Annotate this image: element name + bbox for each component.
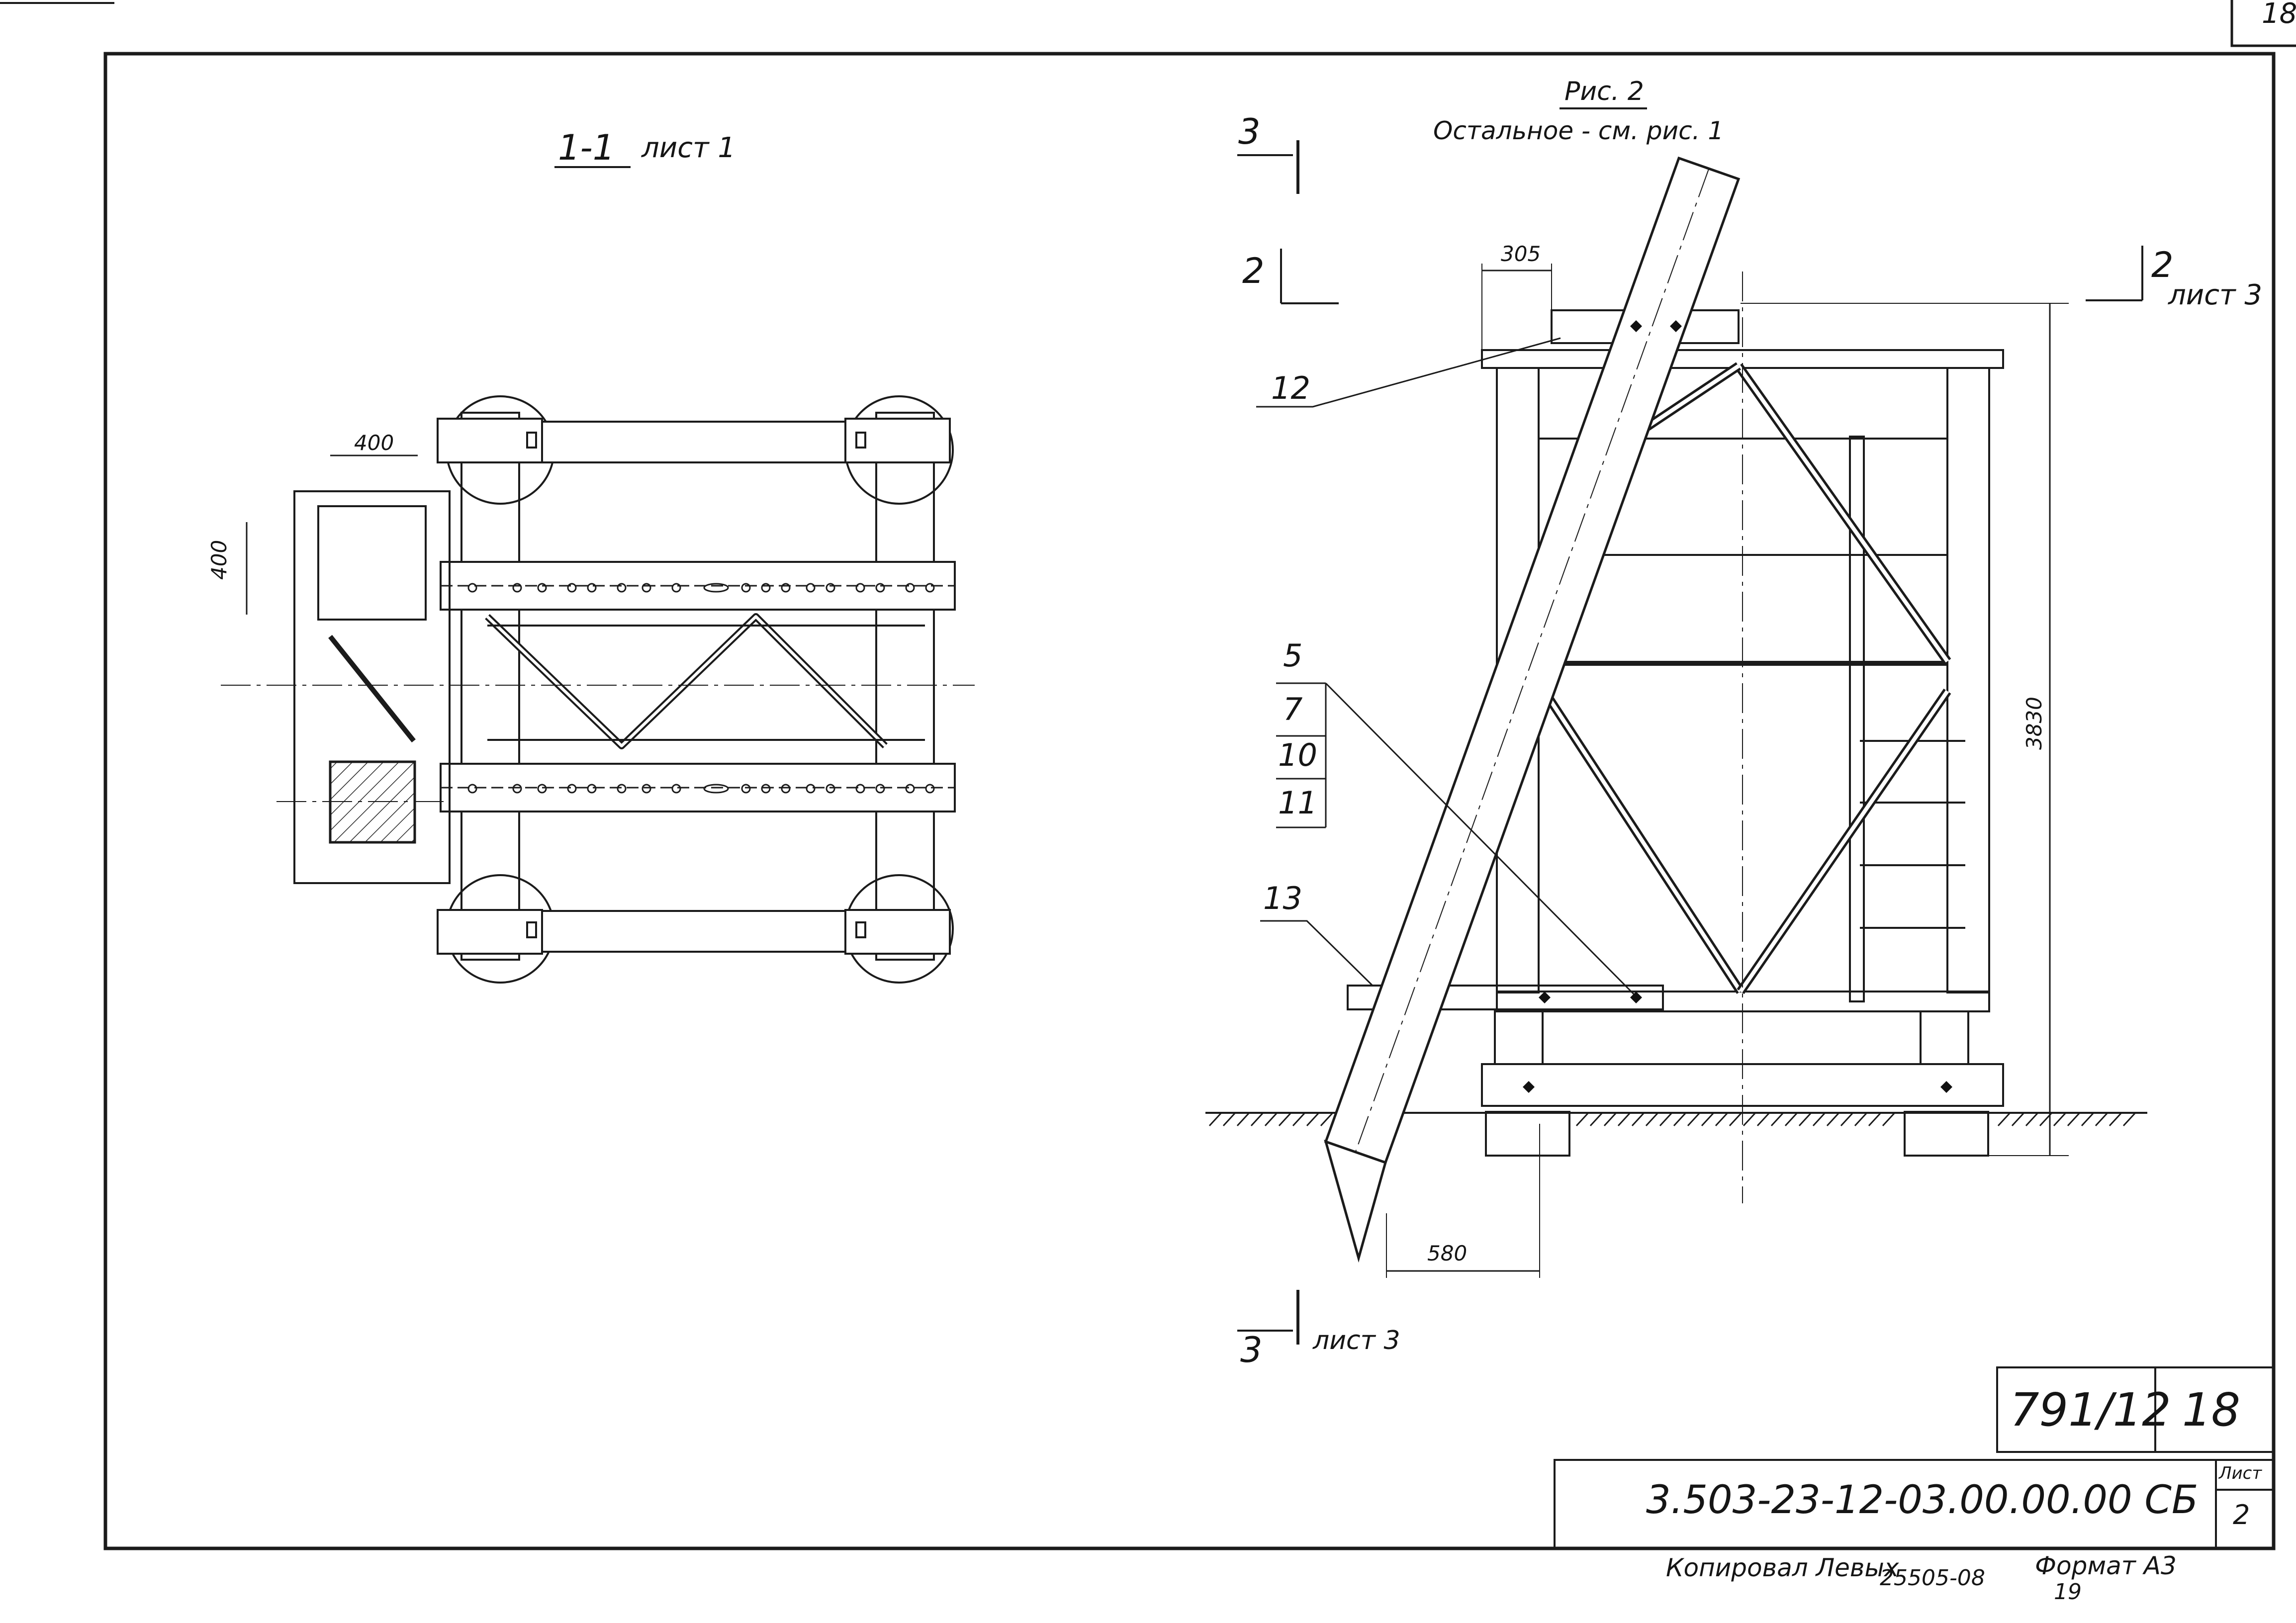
jack-left: [1494, 1010, 1544, 1065]
figure-2-note: Остальное - см. рис. 1: [1433, 116, 1724, 145]
base-support-left: [1485, 1111, 1570, 1157]
section-3-top-label: 3: [1238, 111, 1261, 152]
pile-tip: [1324, 1140, 1387, 1263]
bolt-holes-lower: [467, 784, 935, 794]
clamp-slot: [855, 432, 866, 449]
sheet-value-cell: [2215, 1459, 2275, 1549]
clamp-slot: [526, 432, 537, 449]
clamp: [844, 909, 951, 955]
rail-top: [527, 421, 867, 463]
callout-5: 5: [1283, 637, 1303, 674]
callout-12: 12: [1271, 370, 1310, 406]
title-block: [1554, 1366, 2275, 1549]
callout-5-leader: [1325, 682, 1637, 997]
rail-bottom: [527, 910, 867, 953]
dim-400-vertical-label: 400: [207, 540, 231, 580]
callout-12-leader: [1256, 337, 1561, 408]
section-2-left-label: 2: [1242, 251, 1265, 291]
base-beam: [1481, 1063, 2004, 1107]
clamp: [437, 418, 543, 463]
corner-sheet-number: 18: [2262, 0, 2296, 30]
post-right: [875, 412, 935, 961]
callout-10: 10: [1278, 737, 1317, 773]
section-3-bottom-label: 3: [1240, 1330, 1263, 1370]
clamp: [437, 909, 543, 955]
sheet-frame: [103, 52, 2276, 1550]
bolt-holes-upper: [467, 583, 935, 593]
dim-305-label: 305: [1501, 242, 1541, 266]
doc-sheet-cell: [2154, 1366, 2275, 1453]
footer-order-number: 25505-08: [1880, 1565, 1985, 1591]
footer-format-sub: 19: [2054, 1579, 2082, 1605]
diagonal-brace: [328, 634, 416, 743]
doc-sheet: 18: [2182, 1383, 2241, 1437]
dim-3830-label: 3830: [2022, 697, 2046, 750]
dim-580-label: 580: [1427, 1241, 1468, 1265]
section-2-right-label: 2: [2151, 245, 2174, 285]
pile-axis: [1355, 169, 1709, 1152]
section-3-sheet-ref: лист 3: [1313, 1326, 1400, 1355]
left-frame: [293, 490, 451, 884]
figure-2-title: Рис. 2: [1564, 77, 1644, 106]
callout-13: 13: [1263, 880, 1302, 916]
clamp-slot: [526, 921, 537, 938]
left-frame-inner-top: [317, 505, 427, 621]
right-column: [1946, 367, 1990, 993]
truss-bracing: [485, 613, 888, 749]
ladder-rail: [1849, 436, 1865, 1002]
truss-bracing-inner: [486, 615, 887, 747]
callout-13-leader: [1260, 920, 1374, 987]
sheet-label: Лист: [2219, 1463, 2262, 1483]
jack-right: [1920, 1010, 1969, 1065]
side-plank: [1347, 985, 1664, 1010]
x-brace: [1737, 364, 1949, 663]
callout-11: 11: [1278, 785, 1317, 821]
x-brace: [1739, 690, 1949, 993]
section-1-1-sheet-ref: лист 1: [642, 132, 736, 164]
clamp: [844, 418, 951, 463]
section-1-1-plan: [221, 166, 975, 984]
section-2-sheet-ref: лист 3: [2168, 279, 2263, 311]
clamp-slot: [855, 921, 866, 938]
x-brace: [1535, 678, 1743, 993]
footer-copied-by: Копировал Левых: [1666, 1553, 1899, 1582]
dim-400-horizontal-label: 400: [354, 431, 394, 455]
bolt-markers: [1523, 320, 1952, 1093]
footer-format: Формат А3: [2035, 1551, 2177, 1580]
callout-7: 7: [1283, 691, 1303, 727]
figure-2-elevation: [1205, 107, 2147, 1345]
doc-number: 791/12: [2010, 1383, 2171, 1437]
designation: 3.503-23-12-03.00.00.00 СБ: [1646, 1478, 2199, 1523]
base-support-right: [1904, 1111, 1989, 1157]
section-1-1-title: 1-1: [558, 127, 615, 168]
sheet-value: 2: [2233, 1499, 2250, 1531]
corner-number-box: [2230, 0, 2296, 47]
post-left: [460, 412, 520, 961]
